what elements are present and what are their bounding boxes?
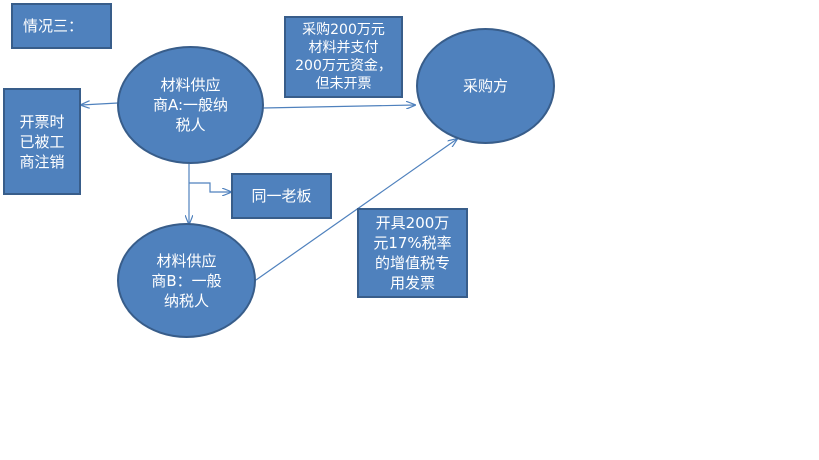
cancelled-note-text: 开票时 已被工 商注销	[19, 112, 65, 171]
arrow-a-to-buyer	[262, 105, 415, 108]
arrow-b-to-buyer	[255, 139, 457, 281]
supplier-a-text: 材料供应 商A:一般纳 税人	[152, 76, 229, 134]
same-owner-note: 同一老板	[231, 173, 332, 219]
cancelled-note: 开票时 已被工 商注销	[3, 88, 81, 195]
scenario-title-text: 情况三：	[23, 17, 84, 35]
purchase-note-text: 采购200万元 材料并支付 200万元资金， 但未开票	[295, 22, 392, 92]
same-owner-text: 同一老板	[251, 187, 312, 205]
supplier-a-node: 材料供应 商A:一般纳 税人	[117, 46, 264, 164]
arrow-to-same-owner	[189, 182, 231, 192]
supplier-b-text: 材料供应 商B：一般 纳税人	[151, 251, 222, 310]
invoice-note: 开具200万 元17%税率 的增值税专 用发票	[357, 208, 468, 298]
buyer-node: 采购方	[416, 28, 555, 144]
buyer-text: 采购方	[462, 77, 508, 95]
arrow-a-to-cancelled-note	[81, 103, 119, 105]
purchase-note: 采购200万元 材料并支付 200万元资金， 但未开票	[284, 16, 403, 98]
supplier-b-node: 材料供应 商B：一般 纳税人	[117, 223, 256, 338]
scenario-title: 情况三：	[11, 3, 112, 49]
invoice-note-text: 开具200万 元17%税率 的增值税专 用发票	[373, 214, 452, 292]
